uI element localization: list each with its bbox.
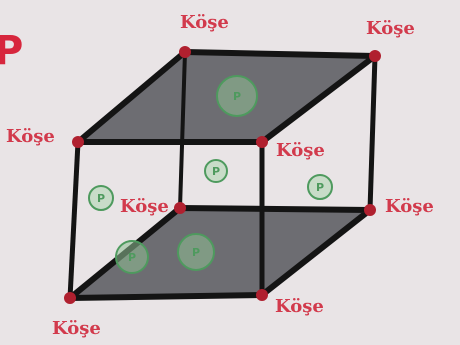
vertex-label: Köşe [385, 196, 434, 217]
vertex-label: Köşe [6, 126, 55, 147]
vertex-dot [72, 136, 84, 148]
svg-text:P: P [97, 192, 105, 205]
vertex-label: Köşe [180, 12, 229, 33]
particle-left-face: P [89, 186, 113, 210]
vertex-dot [369, 50, 381, 62]
vertex-dot [174, 202, 186, 214]
svg-text:P: P [128, 251, 136, 264]
particle-front-face: P [116, 241, 148, 273]
vertex-label: Köşe [120, 196, 169, 217]
particle-bottom-face: P [178, 234, 214, 270]
svg-text:P: P [316, 181, 324, 194]
vertex-dot [256, 289, 268, 301]
svg-text:P: P [212, 165, 220, 178]
vertex-dot [179, 46, 191, 58]
vertex-label: Köşe [52, 318, 101, 339]
svg-text:P: P [233, 90, 241, 103]
svg-text:P: P [192, 246, 200, 259]
vertex-dot [256, 136, 268, 148]
particle-right-face: P [308, 175, 332, 199]
particle-top-face: P [217, 76, 257, 116]
corner-letter: P [0, 28, 23, 74]
particle-center: P [205, 160, 227, 182]
vertex-label: Köşe [275, 296, 324, 317]
vertex-dot [364, 204, 376, 216]
vertex-label: Köşe [366, 18, 415, 39]
vertex-dot [64, 292, 76, 304]
vertex-label: Köşe [276, 140, 325, 161]
